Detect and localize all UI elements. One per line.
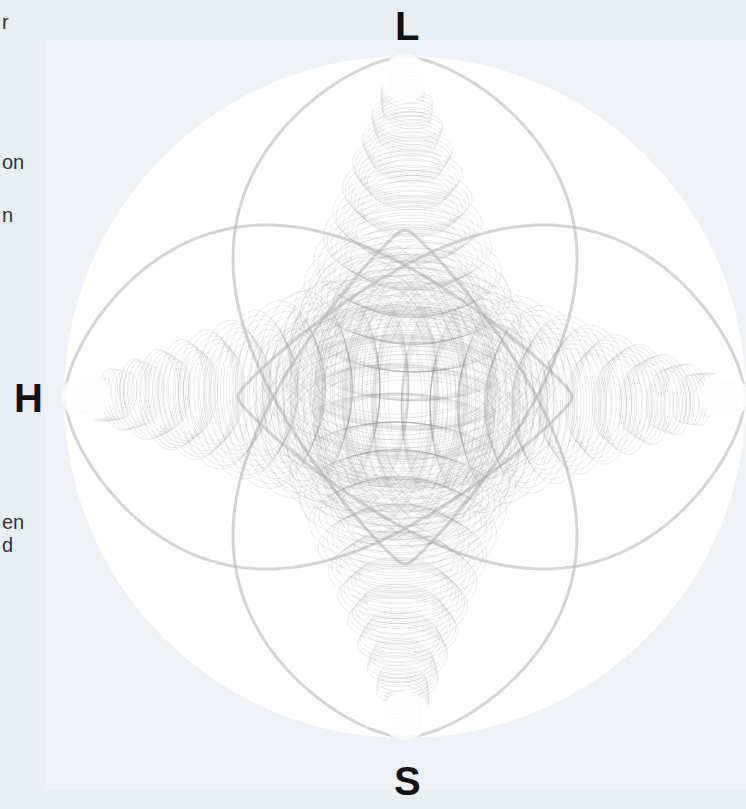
- cropped-text: n: [2, 205, 13, 225]
- pole-glow: [381, 54, 429, 102]
- pole-label: S: [394, 761, 421, 801]
- pole-glow: [381, 692, 429, 740]
- cropped-text: en: [2, 512, 24, 532]
- sphere-disc: [64, 56, 746, 738]
- trajectory-loop: [319, 285, 737, 512]
- trajectory-loop: [284, 238, 729, 552]
- panel-ground: [45, 40, 746, 790]
- pole-glow: [700, 373, 746, 421]
- cropped-text: d: [2, 535, 13, 555]
- pole-label: H: [14, 378, 43, 418]
- pole-glow: [62, 373, 110, 421]
- cropped-text: r: [2, 12, 9, 32]
- lobe-outline: [238, 225, 746, 569]
- cropped-text: on: [2, 152, 24, 172]
- trajectory-group: [62, 54, 746, 740]
- pole-label: L: [395, 6, 419, 46]
